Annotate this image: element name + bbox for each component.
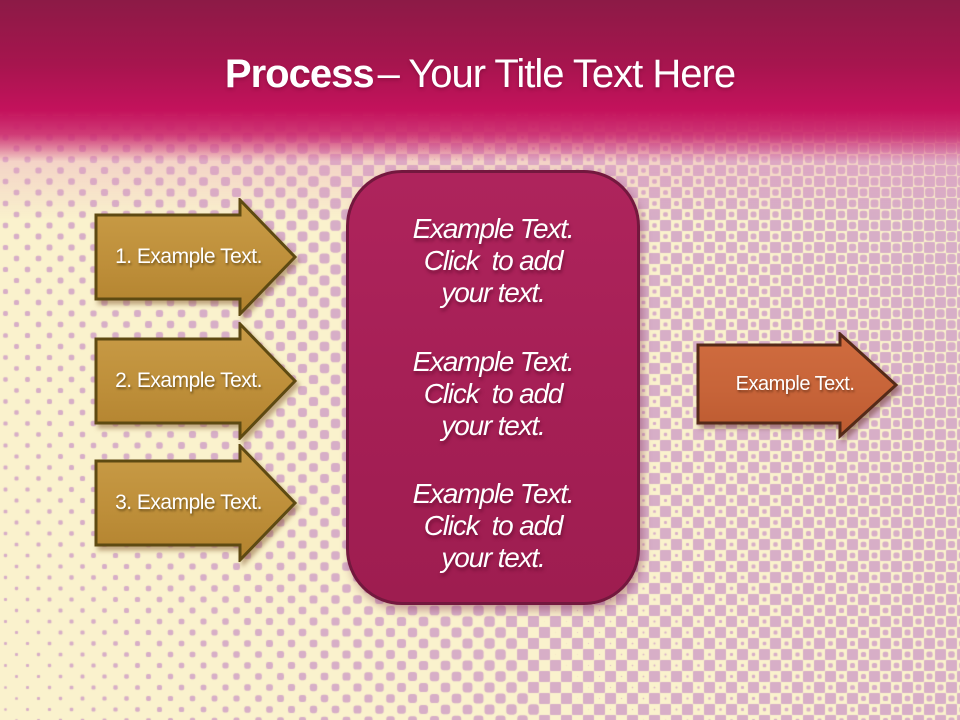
title-bold-text: Process <box>224 52 375 96</box>
panel-text-block: Example Text. Click to add your text. <box>412 213 575 308</box>
right-arrow-shape-icon <box>94 444 298 562</box>
page-title: Process– Your Title Text Here <box>0 52 960 96</box>
right-arrow-shape-icon <box>94 198 298 316</box>
right-arrow-shape-icon <box>696 332 899 440</box>
step-arrow-3[interactable]: 3. Example Text. <box>94 444 298 562</box>
step-arrow-2[interactable]: 2. Example Text. <box>94 322 298 440</box>
step-arrow-1[interactable]: 1. Example Text. <box>94 198 298 316</box>
right-arrow-shape-icon <box>94 322 298 440</box>
panel-text-block: Example Text. Click to add your text. <box>412 345 575 441</box>
panel-text-block: Example Text. Click to add your text. <box>412 478 575 573</box>
title-regular-text: – Your Title Text Here <box>377 52 736 96</box>
result-arrow[interactable]: Example Text. <box>696 332 900 442</box>
center-text-panel[interactable]: Example Text. Click to add your text. Ex… <box>346 170 640 605</box>
